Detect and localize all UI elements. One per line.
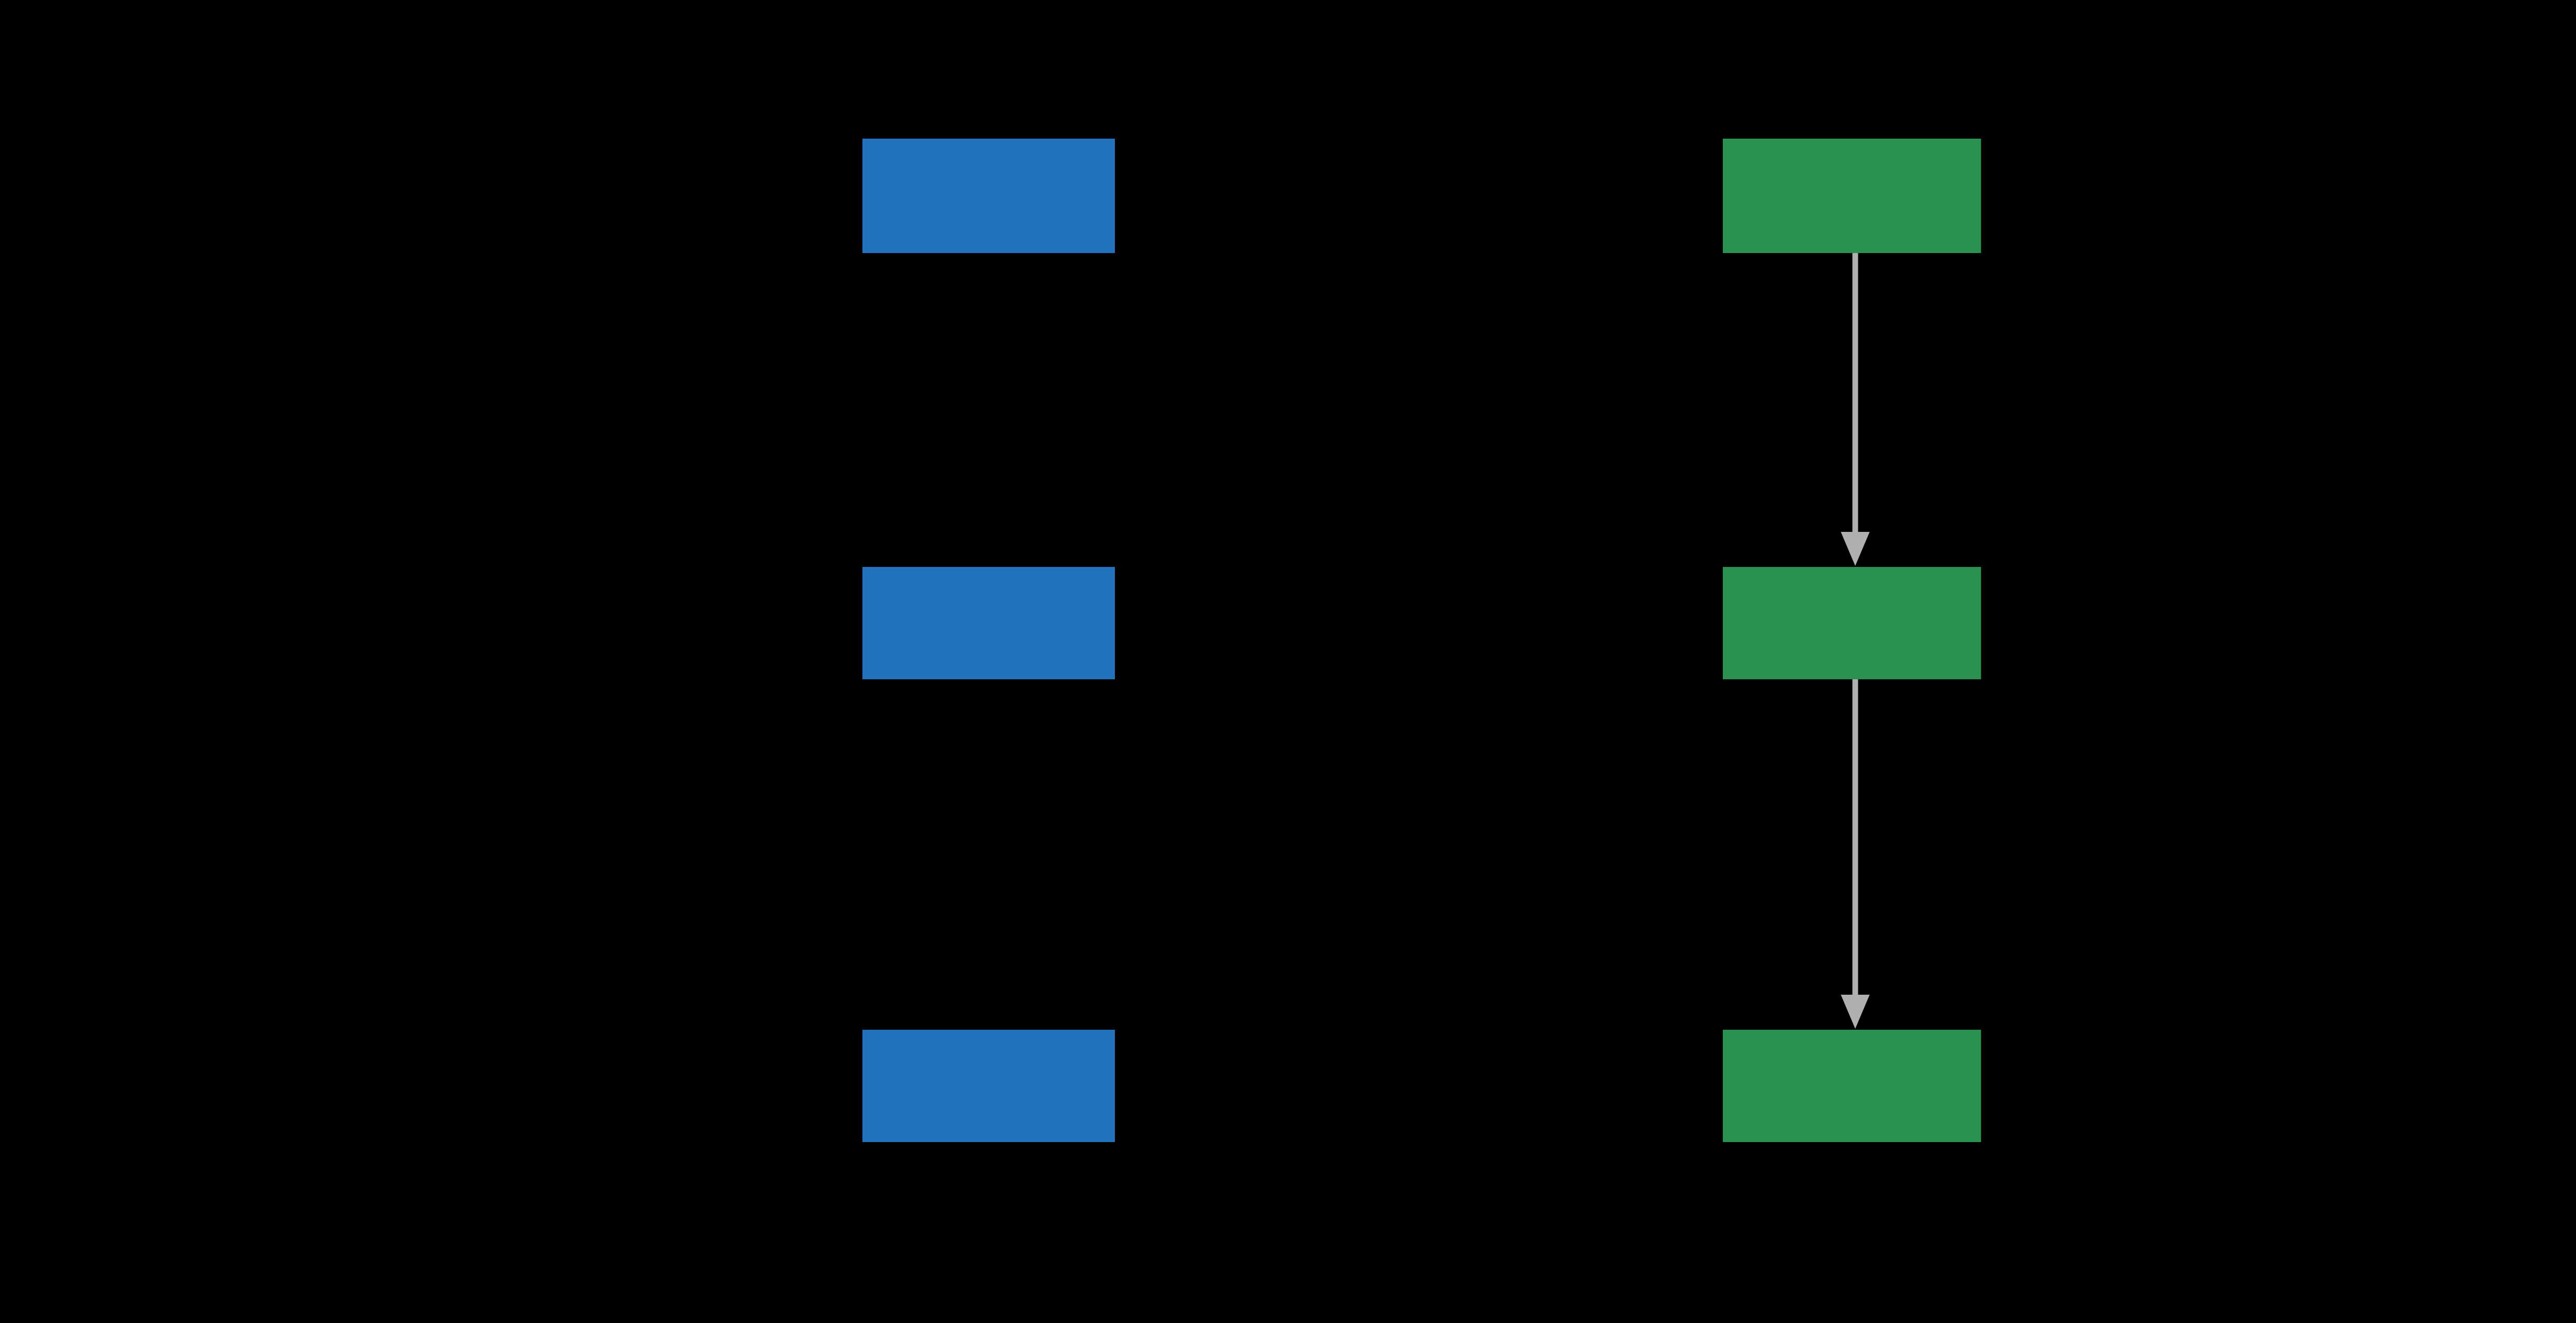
edge-arrow-svg [1841,673,1870,1029]
edge-consumer-to-provider-left [971,673,1012,1040]
node-gateway-left-label: gateway [862,230,1115,253]
node-gateway-left[interactable]: gateway [862,139,1115,253]
edge-arrow-svg [1841,247,1870,566]
edge-gateway-to-consumer-right [1834,247,1877,577]
node-provider-right[interactable]: provider (gray-client/ STARTING) [1723,1030,1981,1142]
node-consumer-left[interactable]: consumer (UP) [862,567,1115,679]
node-consumer-left-label: consumer (UP) [862,659,1115,679]
edge-consumer-to-provider-right [1834,673,1877,1040]
edge-arrow-svg [979,673,1004,1032]
node-consumer-right-label: consumer (gray-client/ STARTING) [1723,651,1981,679]
node-provider-right-label: provider (gray-client/ STARTING) [1723,1114,1981,1142]
edge-arrow-svg [979,246,1004,568]
node-provider-left[interactable]: provider (UP) [862,1030,1115,1142]
node-gateway-right[interactable]: gateway (gray-client) [1723,139,1981,253]
arrowhead-icon [979,1003,1004,1032]
arrowhead-icon [979,540,1004,568]
arrowhead-icon [1841,532,1870,566]
node-gateway-right-label: gateway (gray-client) [1723,225,1981,253]
edge-gateway-to-consumer-left [971,246,1012,576]
arrowhead-icon [1841,995,1870,1029]
node-consumer-right[interactable]: consumer (gray-client/ STARTING) [1723,567,1981,679]
node-provider-left-label: provider (UP) [862,1122,1115,1142]
